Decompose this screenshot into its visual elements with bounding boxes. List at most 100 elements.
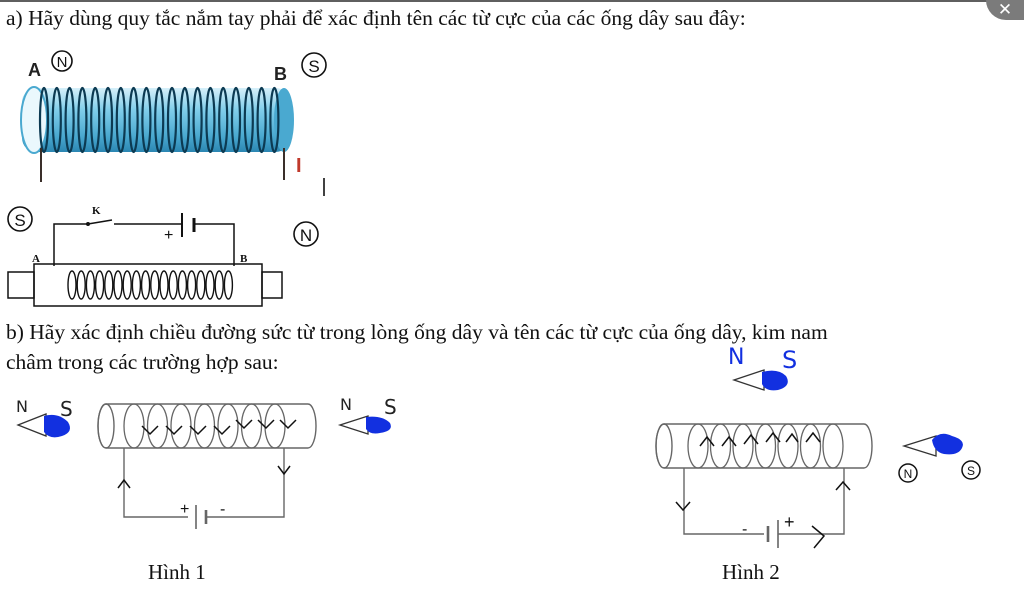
coil-1-turn	[38, 86, 50, 154]
fig-1-left-needle-n	[16, 413, 47, 437]
fig-2-turn	[687, 423, 709, 469]
close-icon: ✕	[997, 0, 1013, 20]
coil-2-turn	[223, 270, 234, 300]
coil-2-turn	[131, 270, 142, 300]
fig-2-field-arrows	[699, 431, 821, 447]
figure-1-caption: Hình 1	[148, 560, 206, 584]
coil-2-switch-k	[87, 219, 113, 225]
coil-2-switch-pivot	[86, 222, 90, 226]
coil-1: A N B S I	[20, 50, 327, 196]
fig-2-wire-right	[778, 468, 845, 535]
coil-2-right-core	[261, 271, 283, 299]
coil-1-turn	[102, 86, 114, 154]
coil-1-turn	[230, 86, 242, 154]
fig-1-tube	[97, 403, 317, 449]
coil-1-turn	[64, 86, 75, 154]
coil-1-turn	[77, 86, 88, 154]
coil-1-label-b: B	[274, 64, 287, 84]
fig-1-turn	[123, 403, 145, 449]
coil-1-turn	[218, 86, 229, 154]
fig-2-pole-left: N	[904, 467, 913, 481]
fig-1-arrow-down	[277, 465, 291, 476]
coil-2-turn	[94, 270, 105, 300]
coil-1-turn	[256, 86, 267, 154]
fig-1-field-arrows	[141, 419, 297, 436]
coil-1-pole-b-circle	[301, 52, 327, 78]
coil-2-turn	[67, 270, 77, 300]
figure-2-caption: Hình 2	[722, 560, 780, 584]
coil-1-turn	[269, 86, 280, 154]
coil-2-turn	[159, 270, 169, 300]
fig-2-turn	[732, 423, 754, 469]
fig-1-left-needle-s	[44, 414, 70, 438]
fig-1-windings	[123, 403, 286, 449]
coil-2-turn	[76, 270, 86, 300]
coil-2-turn	[186, 270, 197, 300]
coil-2-pole-left: S	[14, 211, 25, 230]
coil-2-wire-left	[53, 223, 88, 266]
coil-1-left-end	[20, 86, 48, 154]
coil-1-pole-b: S	[308, 57, 319, 76]
fig-2-right-needle-n	[901, 435, 937, 457]
coil-2-pole-right: N	[300, 226, 312, 245]
fig-1-turn	[146, 403, 169, 449]
figure-1: + - N S N S	[16, 395, 397, 529]
fig-1-left-needle-s-label: S	[60, 397, 73, 421]
coil-2-pole-right-circle	[293, 221, 319, 247]
fig-2-pole-right: S	[967, 464, 975, 478]
coil-1-turn	[154, 86, 165, 154]
fig-2-top-needle-s	[762, 370, 788, 391]
coil-2-label-a: A	[32, 253, 40, 265]
fig-2-turn	[799, 423, 822, 469]
fig-1-tube-left-end	[97, 403, 115, 449]
fig-2-right-needle-s	[932, 433, 963, 455]
coil-1-turn	[179, 86, 190, 154]
coil-1-pole-a: N	[57, 54, 68, 71]
fig-2-arrow-down	[675, 501, 691, 512]
coil-1-turn	[243, 86, 254, 154]
figure-2: - + N S N S	[655, 345, 981, 549]
coil-1-label-a: A	[28, 60, 41, 80]
coil-2-battery-plus: +	[164, 227, 173, 244]
coil-2-left-core	[7, 271, 35, 299]
fig-2-turn	[754, 423, 777, 469]
coil-2-turn	[205, 270, 215, 300]
coil-2-turn	[168, 270, 178, 300]
coil-2-turn	[177, 270, 188, 300]
fig-2-turn	[709, 423, 732, 469]
question-b-line1: b) Hãy xác định chiều đường sức từ trong…	[6, 320, 828, 344]
coil-2-windings	[67, 270, 234, 300]
coil-1-turn	[141, 86, 152, 154]
coil-1-pole-a-circle	[51, 50, 73, 72]
coil-2-turn	[214, 270, 224, 300]
coil-2-label-b: B	[240, 253, 248, 265]
coil-2-turn	[104, 270, 114, 300]
close-button[interactable]: ✕	[986, 0, 1024, 20]
fig-2-turn	[777, 423, 799, 469]
fig-2-pole-left-circle	[898, 463, 918, 483]
fig-2-pole-right-circle	[961, 460, 981, 480]
fig-2-windings	[687, 423, 844, 469]
top-border	[0, 0, 1024, 2]
fig-1-battery-plus: +	[180, 501, 189, 518]
fig-1-right-needle-s	[366, 416, 391, 434]
fig-1-right-needle-n-label: N	[340, 395, 352, 414]
fig-2-top-needle-s-label: S	[782, 346, 797, 374]
coil-2-pole-left-circle	[7, 206, 33, 232]
fig-2-top-needle-n-label: N	[728, 345, 744, 370]
coil-2-turn	[85, 270, 96, 300]
fig-1-wire-right	[206, 448, 285, 518]
fig-1-turn	[217, 403, 239, 449]
fig-2-battery-plus: +	[784, 512, 795, 532]
fig-2-arrow-up	[835, 480, 851, 491]
coil-1-turn	[90, 86, 101, 154]
coil-1-windings	[38, 86, 280, 154]
coil-1-turn	[166, 86, 178, 154]
coil-1-turn	[128, 86, 139, 154]
coil-2-wire-right	[194, 223, 235, 266]
coil-1-current-label: I	[296, 155, 302, 177]
coil-2: K + A B S N	[7, 205, 319, 307]
coil-2-turn	[113, 270, 123, 300]
coil-1-turn	[205, 86, 216, 154]
